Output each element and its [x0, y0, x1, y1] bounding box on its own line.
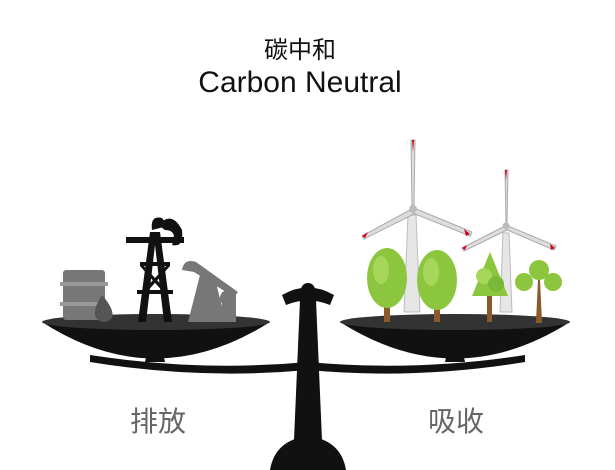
small-tree-icon [515, 260, 562, 323]
scale-stand [270, 283, 346, 470]
wind-turbine-icon [361, 139, 473, 313]
pine-tree-icon [472, 252, 508, 322]
tree-icon [367, 248, 407, 322]
tree-icon [417, 250, 457, 322]
pump-jack-icon [182, 261, 238, 322]
wind-turbine-icon [461, 169, 557, 313]
absorption-label: 吸收 [427, 405, 484, 438]
right-pan [340, 314, 570, 359]
title-english: Carbon Neutral [198, 66, 402, 99]
oil-barrel-icon [60, 270, 113, 322]
title-chinese: 碳中和 [264, 36, 336, 64]
oil-derrick-icon [126, 217, 184, 322]
emission-label: 排放 [129, 405, 186, 438]
